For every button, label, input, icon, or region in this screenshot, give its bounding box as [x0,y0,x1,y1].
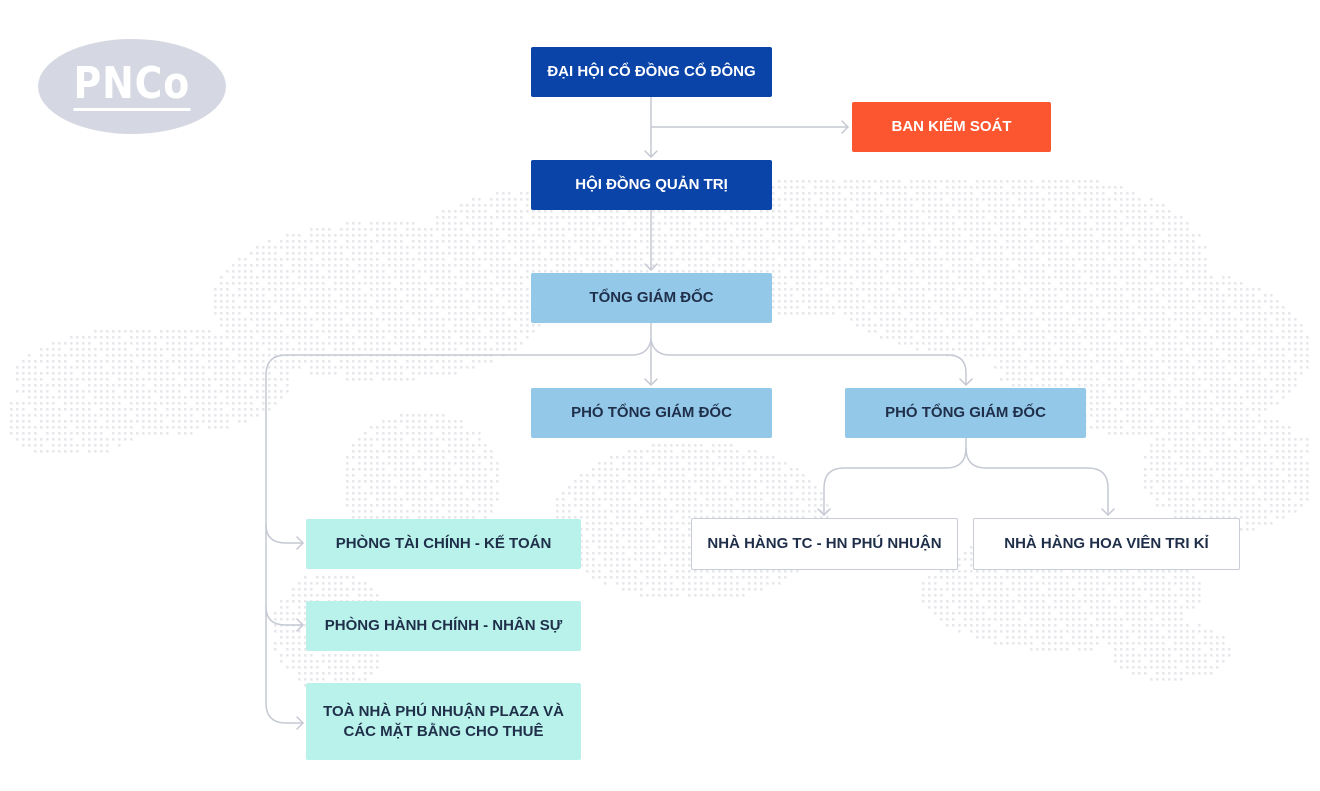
node-restaurant-hoa-vien: NHÀ HÀNG HOA VIÊN TRI KỈ [973,518,1240,570]
node-label: ĐẠI HỘI CỔ ĐỒNG CỔ ĐÔNG [547,63,756,80]
node-label: PHÓ TỔNG GIÁM ĐỐC [885,404,1046,421]
node-restaurant-tc-phu-nhuan: NHÀ HÀNG TC - HN PHÚ NHUẬN [691,518,958,570]
node-label: TOÀ NHÀ PHÚ NHUẬN PLAZA VÀ CÁC MẶT BẰNG … [323,702,564,740]
node-label: NHÀ HÀNG HOA VIÊN TRI KỈ [1004,535,1209,552]
node-finance-department: PHÒNG TÀI CHÍNH - KẾ TOÁN [306,519,581,569]
node-label: NHÀ HÀNG TC - HN PHÚ NHUẬN [707,535,942,552]
pnco-logo: PNCo [38,39,226,134]
node-label: TỔNG GIÁM ĐỐC [589,289,714,306]
node-deputy-ceo-2: PHÓ TỔNG GIÁM ĐỐC [845,388,1086,438]
node-label: PHÓ TỔNG GIÁM ĐỐC [571,404,732,421]
node-ceo: TỔNG GIÁM ĐỐC [531,273,772,323]
node-label: PHÒNG HÀNH CHÍNH - NHÂN SỰ [324,617,563,634]
node-plaza-building: TOÀ NHÀ PHÚ NHUẬN PLAZA VÀ CÁC MẶT BẰNG … [306,683,581,760]
node-admin-hr-department: PHÒNG HÀNH CHÍNH - NHÂN SỰ [306,601,581,651]
logo-text: PNCo [73,58,191,111]
node-supervisory-board: BAN KIỂM SOÁT [852,102,1051,152]
node-label: PHÒNG TÀI CHÍNH - KẾ TOÁN [335,535,552,552]
node-label: BAN KIỂM SOÁT [891,118,1012,135]
node-board-of-directors: HỘI ĐỒNG QUẢN TRỊ [531,160,772,210]
node-shareholders-meeting: ĐẠI HỘI CỔ ĐỒNG CỔ ĐÔNG [531,47,772,97]
node-deputy-ceo-1: PHÓ TỔNG GIÁM ĐỐC [531,388,772,438]
node-label: HỘI ĐỒNG QUẢN TRỊ [575,176,728,193]
